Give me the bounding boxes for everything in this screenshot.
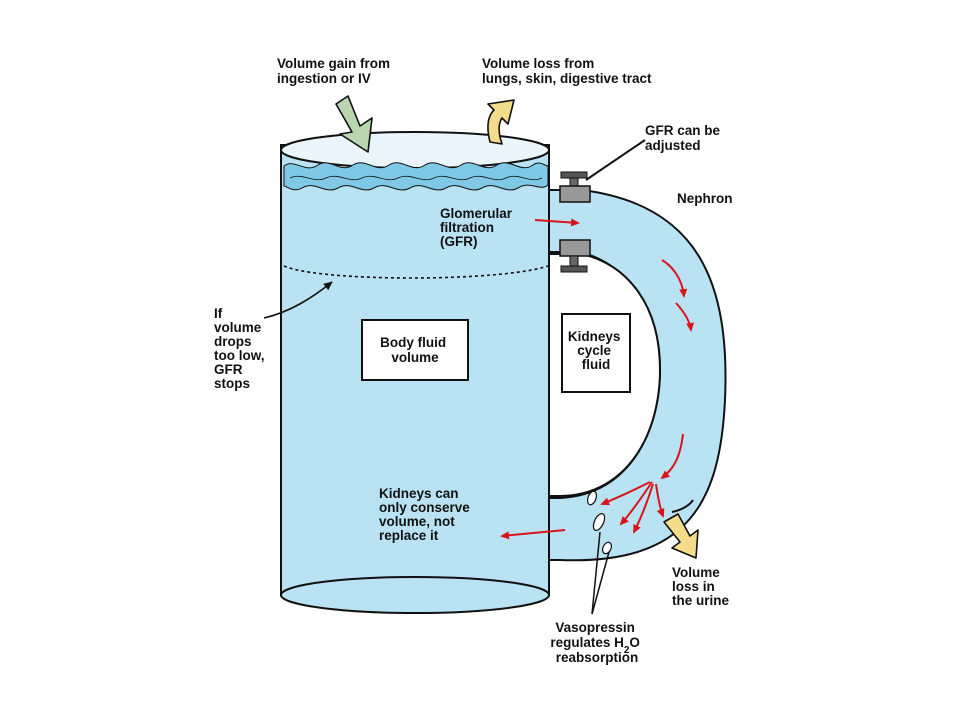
gfr-valve-bottom (559, 239, 591, 273)
nephron-flow-arrow-1 (661, 259, 688, 298)
vasopressin-pointer-2 (591, 551, 610, 615)
volume-drop-pointer (263, 281, 333, 319)
flow-arrows (500, 218, 695, 540)
glomerular-label: Glomerular filtration (GFR) (440, 206, 516, 249)
urine-loss-arrow (663, 513, 699, 559)
kidneys-cycle-label: Kidneys cycle fluid (568, 329, 624, 372)
vasopressin-pointer-1 (591, 531, 601, 615)
body-fluid-label: Body fluid volume (380, 335, 450, 365)
lung-loss-arrow (487, 99, 515, 145)
return-flow-arrow (500, 529, 566, 540)
conserve-label: Kidneys can only conserve volume, not re… (379, 486, 474, 543)
volume-loss-lungs-label: Volume loss from lungs, skin, digestive … (482, 56, 652, 86)
gfr-adjusted-label: GFR can be adjusted (645, 123, 724, 153)
body-fluid-box (361, 319, 469, 381)
branch-arrow-3 (633, 483, 654, 534)
reabsorption-pores (586, 490, 613, 555)
branch-arrow-1 (600, 481, 651, 506)
gfr-adjust-pointer (585, 139, 646, 181)
minimum-level-line (283, 265, 549, 279)
vasopressin-label: Vasopressin regulates H2O reabsorption (550, 620, 643, 665)
nephron-label: Nephron (677, 191, 733, 206)
branch-arrow-4 (655, 483, 665, 518)
nephron-flow-arrow-3 (660, 433, 684, 480)
gfr-valve-top (559, 171, 591, 203)
inflow-arrow (335, 95, 373, 153)
branch-arrow-2 (619, 481, 653, 526)
kidneys-cycle-box (561, 313, 631, 393)
volume-gain-label: Volume gain from ingestion or IV (277, 56, 394, 86)
fluid-container (280, 131, 727, 614)
volume-drop-label: If volume drops too low, GFR stops (214, 306, 268, 391)
gfr-flow-arrow (534, 218, 580, 227)
urine-outlet (671, 499, 694, 513)
water-surface (283, 162, 549, 191)
nephron-flow-arrow-2 (675, 302, 695, 332)
cylinder-bottom (280, 576, 550, 614)
cylinder-top (280, 131, 550, 169)
urine-loss-label: Volume loss in the urine (672, 565, 729, 608)
